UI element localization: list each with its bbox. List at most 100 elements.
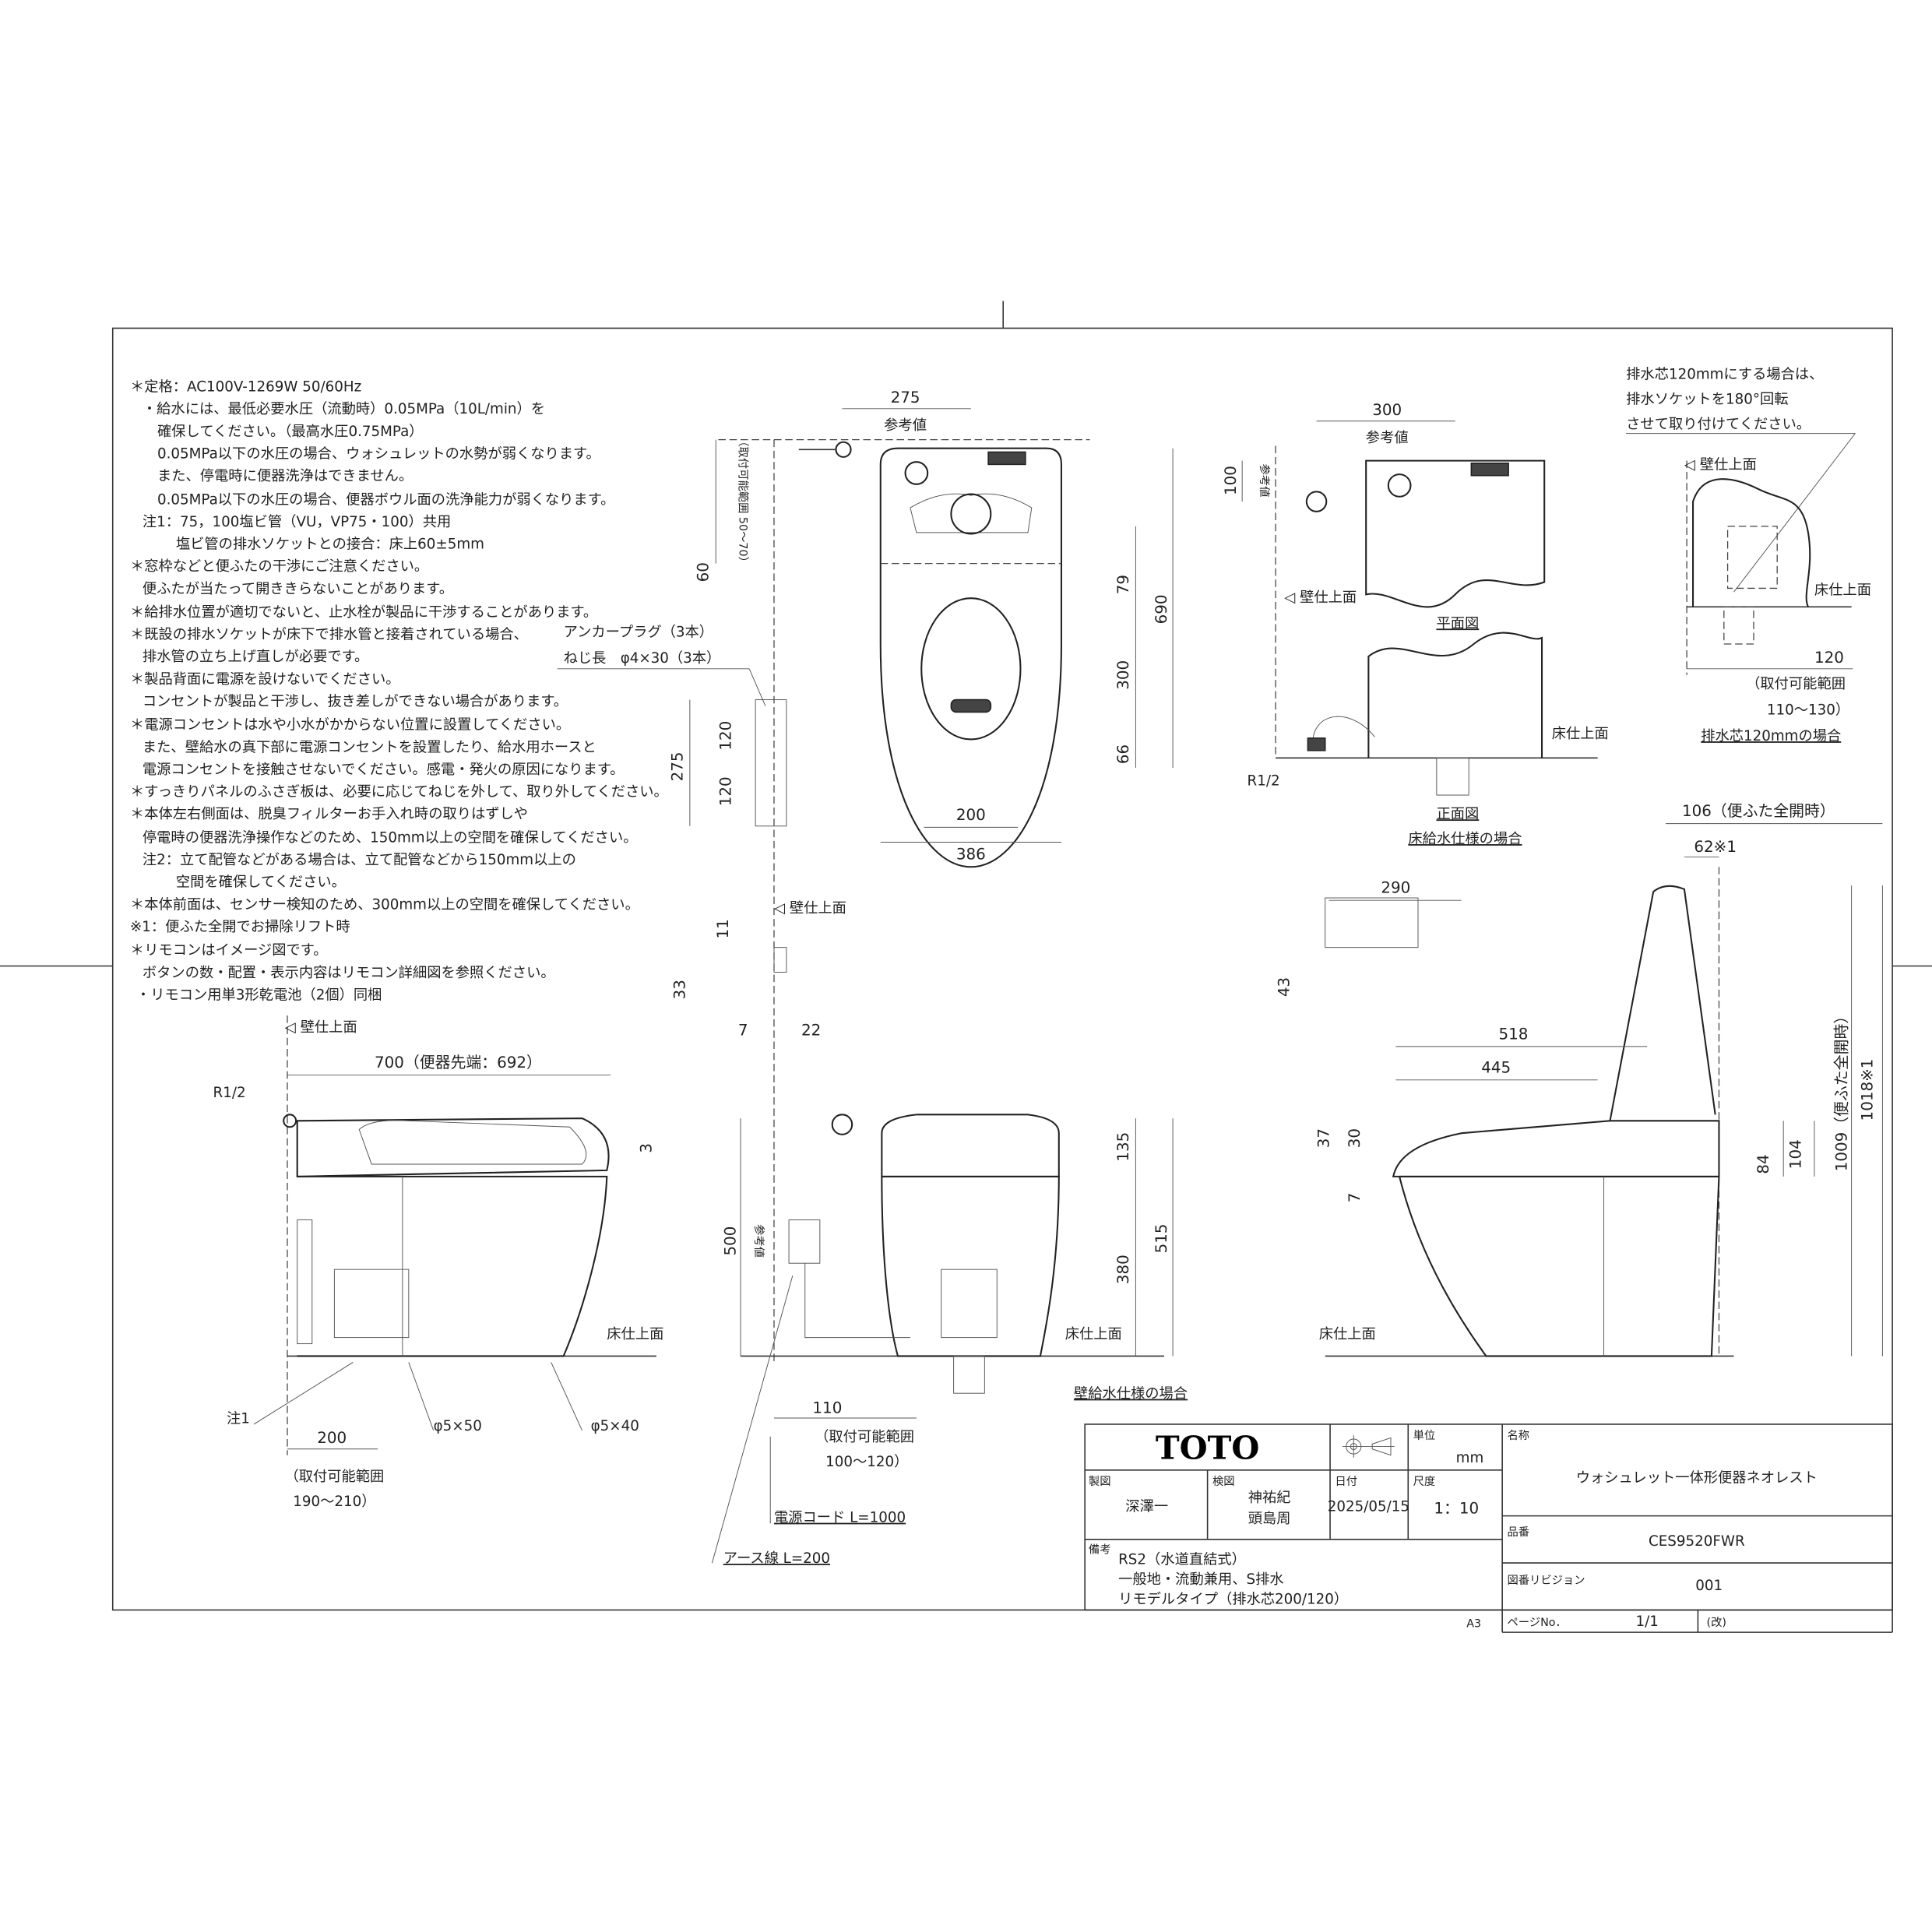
dim-label: 300 xyxy=(1114,660,1132,690)
note-line: ・リモコン用単3形乾電池（2個）同梱 xyxy=(136,987,382,1003)
note-line: ＊本体前面は、センサー検知のため、300mm以上の空間を確保してください。 xyxy=(130,896,639,913)
power-cord-label: 電源コード L=1000 xyxy=(774,1510,906,1526)
side-view: ◁ 壁仕上面 700（便器先端：692） R1/2 3 床仕上面 注1 φ5×5… xyxy=(213,1015,663,1510)
front-view: ◁ 壁仕上面 11 33 7 22 135 515 380 500 参考値 床仕… xyxy=(670,900,1188,1567)
supply-pipe xyxy=(297,1219,313,1345)
dim-label: 33 xyxy=(670,980,688,999)
drain-pipe xyxy=(953,1355,985,1394)
leader-arrow xyxy=(1733,433,1856,593)
date-value: 2025/05/15 xyxy=(1328,1498,1409,1515)
remarks-line: RS2（水道直結式） xyxy=(1118,1552,1246,1568)
note-line: ＊定格：AC100V-1269W 50/60Hz xyxy=(130,379,361,396)
drain-120-detail: 排水芯120mmにする場合は、 排水ソケットを180°回転 させて取り付けてくだ… xyxy=(1626,367,1871,744)
drain-pipe xyxy=(1723,606,1754,645)
dim-label: 380 xyxy=(1114,1255,1132,1284)
reference-label: 参考値 xyxy=(752,1224,765,1258)
note-line: 注1：75，100塩ビ管（VU，VP75・100）共用 xyxy=(143,514,451,530)
control-unit xyxy=(1470,463,1509,477)
remarks-line: 一般地・流動兼用、S排水 xyxy=(1118,1571,1284,1588)
screw-length-label: ねじ長 φ4×30（3本） xyxy=(564,650,721,667)
note-line: ※1：便ふた全開でお掃除リフト時 xyxy=(130,919,350,935)
note-line: 停電時の便器洗浄操作などのため、150mm以上の空間を確保してください。 xyxy=(143,829,638,846)
dim-label: 515 xyxy=(1153,1223,1170,1253)
front-view-outline xyxy=(1367,632,1543,758)
nozzle xyxy=(950,699,992,713)
dim-label: 7 xyxy=(1346,1193,1364,1203)
dim-label: 120 xyxy=(716,721,734,751)
power-outlet xyxy=(788,1219,821,1264)
dim-label: 200 xyxy=(956,806,986,824)
note-line: 注2：立て配管などがある場合は、立て配管などから150mm以上の xyxy=(143,852,576,868)
range-label: （取付可能範囲 xyxy=(815,1429,914,1445)
control-unit xyxy=(987,451,1026,466)
range-label: （取付可能範囲 xyxy=(284,1469,384,1485)
page-number: 1/1 xyxy=(1636,1614,1659,1630)
note-line: ＊リモコンはイメージ図です。 xyxy=(130,942,328,959)
note-line: 便ふたが当たって開ききらないことがあります。 xyxy=(143,581,453,597)
dim-label: 290 xyxy=(1381,879,1410,897)
dim-label: 66 xyxy=(1114,744,1132,764)
note-line: また、停電時に便器洗浄はできません。 xyxy=(157,468,413,484)
dim-label: 386 xyxy=(956,846,986,864)
dim-label: 110 xyxy=(812,1399,842,1417)
dim-label: 3 xyxy=(638,1143,656,1153)
note-line: 空間を確保してください。 xyxy=(176,875,346,891)
remote-side xyxy=(773,947,787,973)
paper-size: A3 xyxy=(1466,1618,1481,1631)
toilet-body-outline xyxy=(297,1175,608,1357)
note-line: 0.05MPa以下の水圧の場合、ウォシュレットの水勢が弱くなります。 xyxy=(157,445,600,462)
reference-label: 参考値 xyxy=(1258,464,1271,498)
floor-supply-views: 300 参考値 100 参考値 ◁ 壁仕上面 平面図 床仕上面 R1/2 正面図… xyxy=(1222,401,1609,847)
revision-value: 001 xyxy=(1695,1578,1723,1594)
leader-line xyxy=(748,668,766,706)
range-label: 100～120） xyxy=(825,1454,908,1470)
dim-label: 275 xyxy=(668,751,686,781)
drain-fitting xyxy=(910,493,1033,533)
supply-valve-icon xyxy=(1305,491,1328,512)
part-number: CES9520FWR xyxy=(1649,1533,1745,1550)
floor-finish-label: 床仕上面 xyxy=(1552,726,1609,742)
dim-label: 690 xyxy=(1153,595,1170,625)
wall-supply-caption: 壁給水仕様の場合 xyxy=(1074,1386,1188,1402)
dim-label: 100 xyxy=(1222,466,1240,495)
note-line: ボタンの数・配置・表示内容はリモコン詳細図を参照ください。 xyxy=(143,965,555,981)
earth-wire-label: アース線 L=200 xyxy=(723,1550,830,1567)
drain120-note-line: 排水ソケットを180°回転 xyxy=(1626,391,1788,407)
dim-label: 22 xyxy=(801,1022,821,1040)
reference-label: 参考値 xyxy=(1366,430,1409,446)
toilet-body-outline xyxy=(881,1175,1060,1357)
open-lid-outline xyxy=(1609,885,1716,1121)
dim-label: 120 xyxy=(1814,649,1844,667)
dim-label: 106（便ふた全開時） xyxy=(1682,802,1835,820)
range-label: （取付可能範囲 xyxy=(1746,676,1846,692)
range-label: 110～130） xyxy=(1767,702,1849,719)
drain120-note-line: させて取り付けてください。 xyxy=(1626,416,1811,432)
drain120-note-line: 排水芯120mmにする場合は、 xyxy=(1626,367,1823,383)
dim-label: 11 xyxy=(714,919,732,938)
title-block-frame xyxy=(1084,1423,1893,1611)
checked-label: 検図 xyxy=(1212,1475,1235,1488)
wall-finish-label: ◁ 壁仕上面 xyxy=(1284,589,1357,606)
leader-line xyxy=(712,1275,794,1564)
remarks-line: リモデルタイプ（排水芯200/120） xyxy=(1118,1592,1348,1608)
seat-outline xyxy=(1392,1120,1720,1177)
lid-outline xyxy=(296,1117,610,1177)
dim-label: 200 xyxy=(317,1429,347,1447)
note-line: 電源コンセントを接触させないでください。感電・発火の原因になります。 xyxy=(143,762,625,778)
dim-label: 300 xyxy=(1372,401,1402,419)
dim-label: 518 xyxy=(1498,1025,1528,1043)
floor-supply-caption: 床給水仕様の場合 xyxy=(1408,831,1522,847)
r12-label: R1/2 xyxy=(213,1085,246,1101)
dim-label: 79 xyxy=(1114,575,1132,594)
toilet-outline xyxy=(879,447,1062,868)
drawn-by: 深澤一 xyxy=(1125,1498,1168,1515)
remarks-label: 備考 xyxy=(1089,1543,1111,1556)
dim-label: 275 xyxy=(891,389,920,406)
page-label: ページNo． xyxy=(1507,1617,1566,1629)
dim-label: 30 xyxy=(1346,1128,1364,1148)
note-line: ＊給排水位置が適切でないと、止水栓が製品に干渉することがあります。 xyxy=(130,604,597,621)
leader-line xyxy=(408,1362,435,1431)
dim-label: 500 xyxy=(722,1226,740,1256)
dim-label: 1009（便ふた全開時） xyxy=(1832,1008,1850,1171)
